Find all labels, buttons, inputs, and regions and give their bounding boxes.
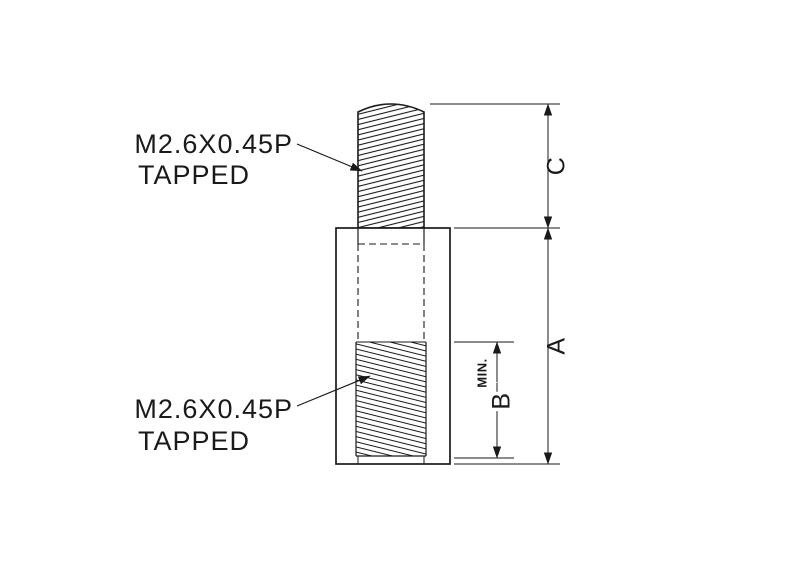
top-thread-label-line2: TAPPED <box>138 160 250 190</box>
bottom-thread-label-line2: TAPPED <box>138 426 250 456</box>
dim-label-C: C <box>543 157 571 176</box>
dim-label-B: B <box>488 392 516 409</box>
dim-note-min: MIN. <box>474 358 489 387</box>
callouts: M2.6X0.45P TAPPED M2.6X0.45P TAPPED <box>134 129 371 456</box>
bottom-thread-label-line1: M2.6X0.45P <box>134 394 293 424</box>
top-thread-leader <box>296 143 363 172</box>
dimensions <box>430 103 560 465</box>
bottom-thread-leader <box>296 375 371 407</box>
top-thread-label-line1: M2.6X0.45P <box>134 129 293 159</box>
external-thread-stud <box>357 103 425 229</box>
dim-label-A: A <box>543 337 571 354</box>
internal-thread-hatch <box>356 342 426 456</box>
part-geometry <box>335 103 451 465</box>
